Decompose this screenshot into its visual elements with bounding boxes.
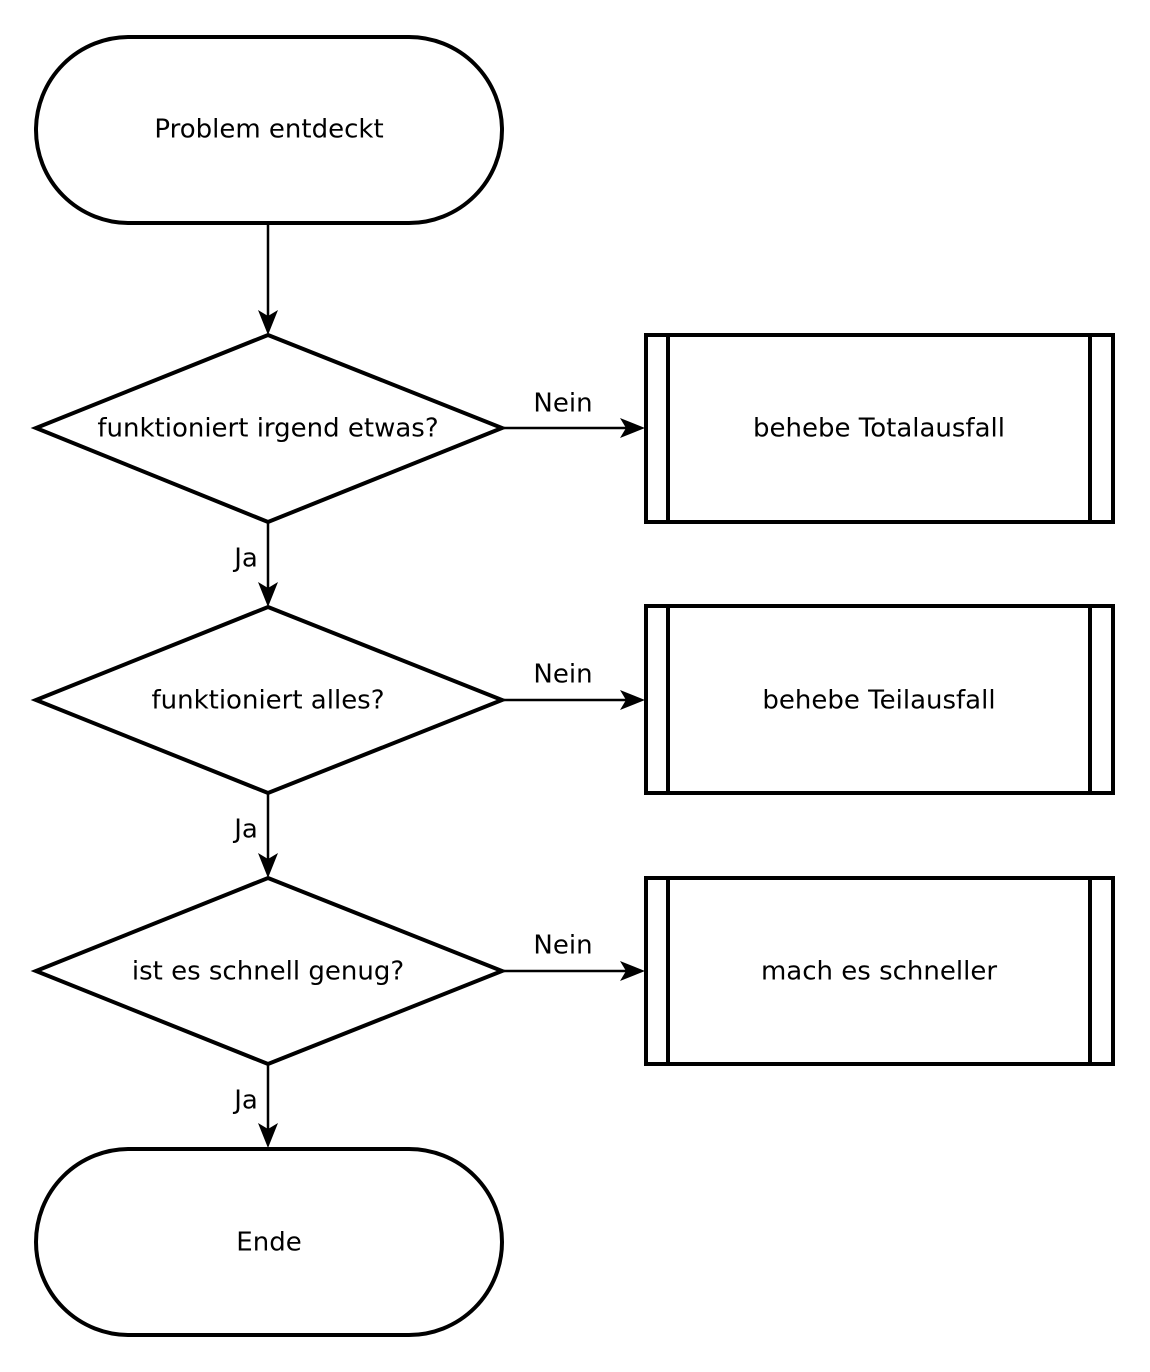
process-p1-label: behebe Totalausfall (753, 414, 1005, 444)
end-terminal: Ende (34, 1147, 504, 1337)
decision-q1-label: funktioniert irgend etwas? (97, 414, 438, 444)
process-p1: behebe Totalausfall (644, 333, 1115, 524)
edge-q2-no: Nein (502, 660, 645, 710)
edge-q1-no: Nein (502, 389, 645, 438)
arrowhead-icon (620, 418, 645, 438)
end-label: Ende (236, 1228, 301, 1258)
arrowhead-icon (258, 310, 278, 335)
edge-start-to-q1 (258, 223, 278, 335)
arrowhead-icon (620, 961, 645, 981)
edge-q2-yes: Ja (232, 793, 278, 878)
decision-q2-label: funktioniert alles? (151, 686, 384, 716)
edge-q3-no-label: Nein (533, 931, 592, 961)
process-p3: mach es schneller (644, 876, 1115, 1066)
edge-q3-yes-label: Ja (232, 1086, 258, 1116)
arrowhead-icon (258, 1123, 278, 1148)
start-terminal: Problem entdeckt (34, 35, 504, 225)
edge-q1-yes-label: Ja (232, 544, 258, 574)
edge-q1-no-label: Nein (533, 389, 592, 419)
edge-q2-yes-label: Ja (232, 815, 258, 845)
arrowhead-icon (258, 853, 278, 878)
edge-q1-yes: Ja (232, 522, 278, 607)
decision-q1: funktioniert irgend etwas? (30, 332, 508, 525)
arrowhead-icon (620, 690, 645, 710)
decision-q3-label: ist es schnell genug? (132, 957, 404, 987)
process-p3-label: mach es schneller (761, 957, 997, 987)
edge-q3-no: Nein (502, 931, 645, 981)
edge-q2-no-label: Nein (533, 660, 592, 690)
edge-q3-yes: Ja (232, 1064, 278, 1148)
process-p2-label: behebe Teilausfall (762, 686, 995, 716)
arrowhead-icon (258, 582, 278, 607)
process-p2: behebe Teilausfall (644, 604, 1115, 795)
decision-q2: funktioniert alles? (30, 604, 508, 796)
decision-q3: ist es schnell genug? (30, 875, 508, 1067)
start-label: Problem entdeckt (154, 115, 383, 145)
